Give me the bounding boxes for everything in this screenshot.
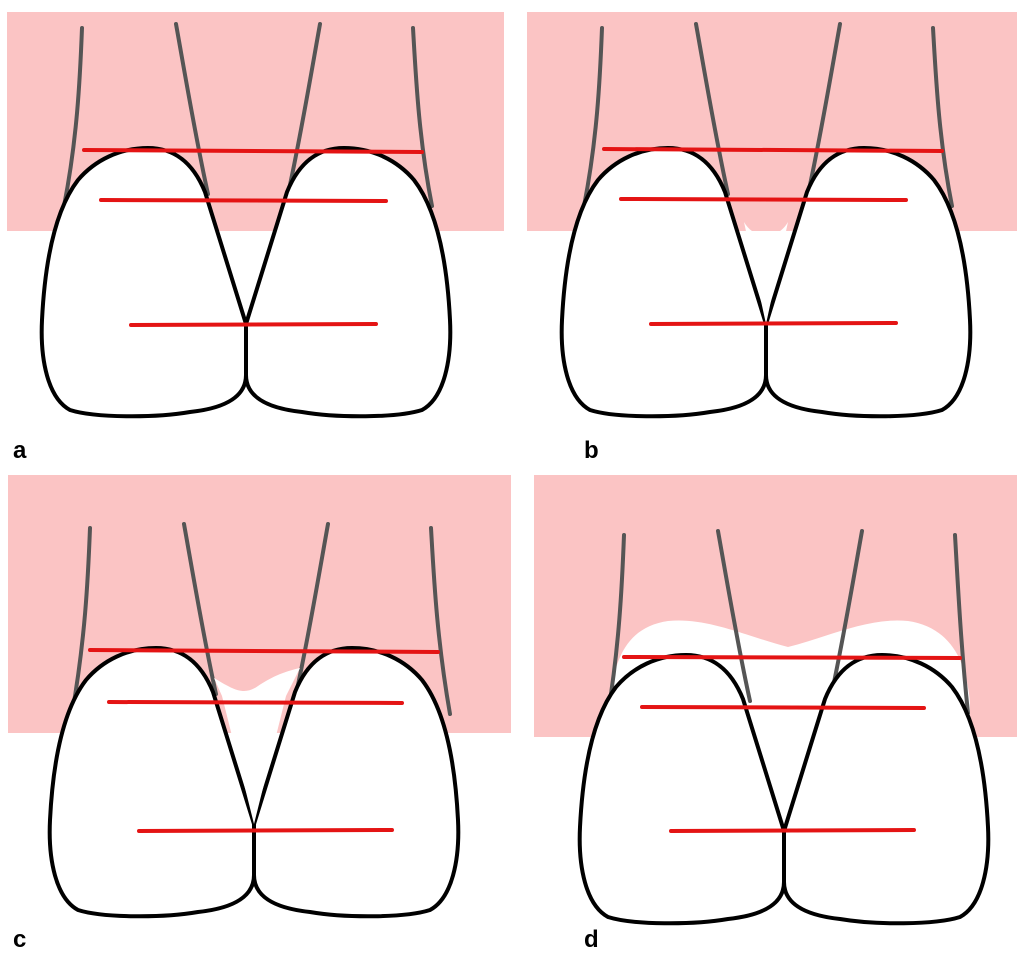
reference-line-icon <box>101 200 386 201</box>
reference-line-icon <box>84 150 422 152</box>
reference-line-icon <box>624 657 960 658</box>
panel-a <box>7 12 504 416</box>
panel-c <box>8 475 511 916</box>
reference-line-icon <box>109 702 402 703</box>
reference-line-icon <box>131 324 376 325</box>
panel-d <box>534 475 1017 923</box>
reference-line-icon <box>651 323 896 324</box>
panel-label-d: d <box>584 928 599 952</box>
reference-line-icon <box>90 650 438 652</box>
panel-b <box>527 12 1017 416</box>
reference-line-icon <box>671 830 914 831</box>
reference-line-icon <box>621 199 906 200</box>
panel-label-a: a <box>13 439 26 463</box>
panel-label-b: b <box>584 439 599 463</box>
reference-line-icon <box>604 149 942 151</box>
reference-line-icon <box>139 830 392 831</box>
reference-line-icon <box>642 707 924 708</box>
panel-label-c: c <box>13 928 26 952</box>
